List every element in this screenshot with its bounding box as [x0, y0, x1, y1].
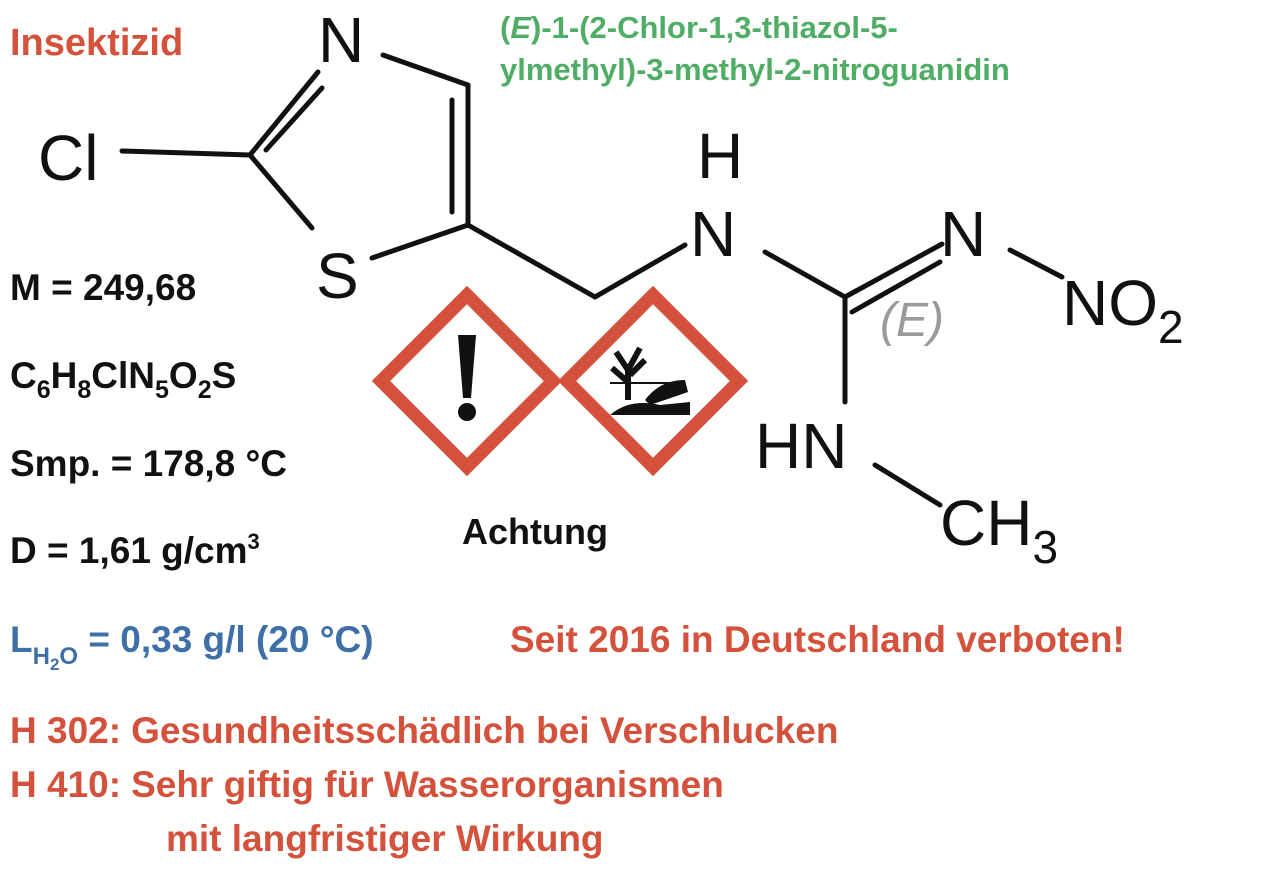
molecular-formula: C6H8ClN5O2S	[10, 355, 236, 404]
atom-h: H	[697, 120, 743, 192]
category-label: Insektizid	[10, 22, 183, 64]
structural-formula	[119, 52, 1065, 508]
atom-n-ring: N	[318, 4, 364, 76]
signal-word: Achtung	[462, 511, 608, 552]
water-solubility: LH2O = 0,33 g/l (20 °C)	[10, 619, 374, 674]
stereo-e-label: (E)	[880, 294, 944, 347]
ban-notice: Seit 2016 in Deutschland verboten!	[510, 619, 1125, 660]
atom-cl: Cl	[38, 122, 98, 194]
atom-no2: NO2	[1062, 267, 1184, 353]
hazard-statement-h302: H 302:Gesundheitsschädlich bei Verschluc…	[10, 710, 838, 751]
atom-n-amine: N	[690, 198, 736, 270]
atom-hn: HN	[755, 410, 847, 482]
atom-ch3: CH3	[940, 487, 1058, 573]
density: D = 1,61 g/cm3	[10, 529, 260, 571]
hazard-statement-h410: H 410:Sehr giftig für Wasserorganismen	[10, 764, 724, 805]
iupac-name-line1: (E)-1-(2-Chlor-1,3-thiazol-5-	[500, 10, 898, 45]
ghs09-environment-icon	[557, 285, 749, 477]
ghs07-exclamation-icon	[371, 285, 563, 477]
iupac-name-line2: ylmethyl)-3-methyl-2-nitroguanidin	[500, 52, 1010, 87]
melting-point: Smp. = 178,8 °C	[10, 443, 287, 484]
hazard-statement-h410-continuation: mit langfristiger Wirkung	[166, 818, 604, 859]
atom-s: S	[316, 240, 359, 312]
atom-n-imine: N	[940, 198, 986, 270]
molar-mass: M = 249,68	[10, 267, 196, 308]
